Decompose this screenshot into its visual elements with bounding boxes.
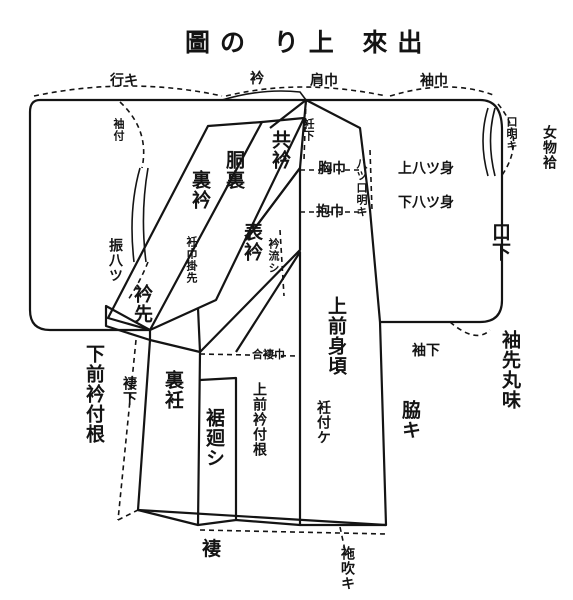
dou-ura-band <box>149 116 306 332</box>
label-dou-ura: 胴裏 <box>223 150 245 190</box>
label-eri-saki: 衿先 <box>131 284 153 324</box>
label-daki-haba: 抱巾 <box>316 204 344 220</box>
suso-mawashi-panel <box>197 376 238 527</box>
label-sode-shita: 袖下 <box>412 343 440 359</box>
garment-note: 女物袷 <box>541 125 557 170</box>
label-mune-haba: 胸巾 <box>318 161 346 177</box>
ura-okumi-panel <box>136 338 202 527</box>
left-sleeve-opening <box>131 167 149 263</box>
hem-line <box>137 508 387 527</box>
label-shita-yatsukuchi: 下八ツ身 <box>398 195 454 211</box>
label-sode-saki-marumi: 袖先丸味 <box>499 330 521 410</box>
label-sode-haba: 袖巾 <box>420 73 448 89</box>
label-eri: 衿 <box>250 71 264 87</box>
label-uwamae-migoro: 上前身頃 <box>325 296 347 376</box>
label-fuki: 袘吹キ <box>339 546 355 591</box>
diagram-title: 圖の り上 來出 <box>185 28 433 57</box>
label-furi-yatsukuchi: 振八ツ <box>107 238 123 283</box>
label-uwa-mae-eri-tsuke-ne: 上前衿付根 <box>251 382 267 457</box>
uwamae-panel <box>235 250 302 527</box>
label-okumi-shita: 衽下 <box>302 118 315 142</box>
label-eri-nagashi: 衿流シ <box>267 238 280 274</box>
yatsu-measure <box>369 149 373 211</box>
label-sode-tsuke: 袖付 <box>112 118 125 142</box>
shita-measure <box>117 339 137 521</box>
fuki-measure <box>339 526 347 556</box>
right-sleeve-outline <box>380 98 504 324</box>
right-sleeve-cuff <box>482 107 496 177</box>
collar-top <box>221 90 307 101</box>
sleeve-bottom-dash <box>449 321 491 337</box>
label-uwa-yatsukuchi: 上八ツ身 <box>398 161 454 177</box>
sodeguchi-measure <box>497 103 515 179</box>
label-waki: 脇キ <box>399 400 421 440</box>
furi-measure <box>127 261 149 301</box>
label-ai-tsuma: 合褄巾 <box>252 348 285 361</box>
label-omote-eri: 表衿 <box>241 222 263 262</box>
label-yatsukuchi-ake: 八ツ口明キ <box>355 158 368 218</box>
label-yuki: 行キ <box>110 73 138 89</box>
label-ura-eri: 裏衿 <box>189 170 211 210</box>
label-okumi-tsuke: 衽付ケ <box>315 400 331 445</box>
left-sleeve-outline <box>28 98 222 332</box>
omote-eri-band <box>196 166 302 354</box>
label-ura-okumi: 裏衽 <box>162 370 184 410</box>
tsuma-measure <box>117 509 139 521</box>
label-tsuma-shita: 褄下 <box>121 376 137 406</box>
label-sodeguchi-ake: 口明キ <box>505 116 518 152</box>
label-tsuma: 褄 <box>202 538 222 560</box>
label-eri-kata-kake: 衽巾掛先 <box>185 236 198 284</box>
sode-tsuke-measure <box>119 101 145 169</box>
label-tomo-eri: 共衿 <box>269 130 291 170</box>
kata-measure <box>225 86 387 97</box>
hem-dash <box>199 529 387 535</box>
sode-measure <box>389 86 497 97</box>
label-shita-mae-eri-tsuke-ne: 下前衿付根 <box>83 344 105 444</box>
eri-nagashi-measure <box>279 229 285 297</box>
label-sodeguchi-shita: 口下 <box>489 222 511 262</box>
label-kata-haba: 肩巾 <box>310 73 338 89</box>
ai-tsuma-measure <box>199 353 297 357</box>
label-suso-mawashi: 裾廻シ <box>203 408 225 468</box>
okumi-measure <box>303 99 307 161</box>
